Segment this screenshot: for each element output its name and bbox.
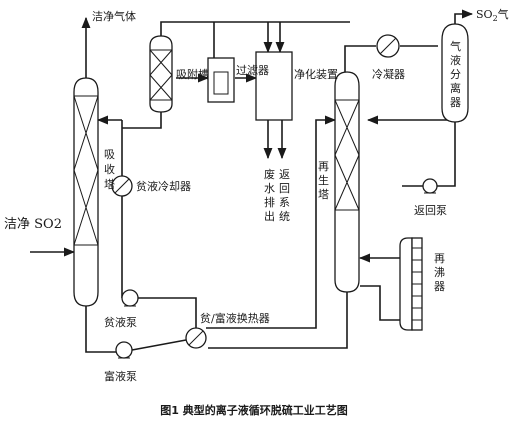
lean-pump-label: 贫液泵 <box>104 315 137 329</box>
adsorption-tank <box>149 35 173 113</box>
rich-from-absorber <box>85 305 116 353</box>
condenser-label: 冷凝器 <box>372 67 405 81</box>
adsorption-tank-label: 吸附槽 <box>176 67 209 81</box>
reflux-pump-label: 返回泵 <box>414 204 447 217</box>
heat-exchanger-label: 贫/富液换热器 <box>200 311 270 325</box>
lean-rich-exchanger <box>185 327 207 349</box>
tank-outlet <box>122 108 162 129</box>
rich-pump <box>115 341 133 359</box>
purifier <box>255 51 293 121</box>
return-system-label-4: 统 <box>279 210 290 223</box>
separator-label-3: 分 <box>450 68 461 81</box>
rich-to-exchanger <box>131 339 187 351</box>
reboiler-feed <box>360 285 400 321</box>
return-system-label-3: 系 <box>279 196 290 209</box>
lean-pump <box>121 289 139 307</box>
waste-water-label-3: 排 <box>264 195 275 209</box>
top-header-left <box>160 21 350 38</box>
rich-pump-label: 富液泵 <box>104 369 137 383</box>
reboiler-label-2: 沸 <box>434 266 445 279</box>
separator-bottom <box>436 120 456 187</box>
regenerator-label-3: 塔 <box>318 188 329 201</box>
return-system-label-2: 回 <box>279 182 290 195</box>
regenerator-label-2: 生 <box>318 173 329 187</box>
lean-return-line <box>138 297 197 330</box>
regenerator-column <box>334 71 360 293</box>
reboiler <box>399 237 423 331</box>
waste-water-label-1: 废 <box>264 167 275 181</box>
purifier-label: 净化装置 <box>294 67 338 81</box>
filter-label: 过滤器 <box>236 64 269 77</box>
gas-liquid-separator <box>441 23 469 123</box>
so2-gas-line <box>454 9 474 24</box>
waste-water-label-4: 出 <box>264 209 275 223</box>
reboiler-label-1: 再 <box>434 252 445 265</box>
inlet-label: 洁净 SO2 <box>4 217 62 232</box>
lean-from-regenerator <box>208 290 348 349</box>
clean-gas-label: 洁净气体 <box>92 9 136 23</box>
separator-label-4: 离 <box>450 81 461 95</box>
regenerator-label-1: 再 <box>318 160 329 173</box>
reflux-pump <box>422 178 438 194</box>
reboiler-label-3: 器 <box>434 280 445 293</box>
filter <box>207 57 235 103</box>
absorber-label-3: 塔 <box>104 178 115 191</box>
waste-water-label-2: 水 <box>264 182 275 195</box>
regenerator-overhead <box>344 45 376 72</box>
separator-label-1: 气 <box>450 39 461 53</box>
absorber-label-1: 吸 <box>104 148 115 161</box>
so2-gas-label: SO2气体 <box>476 7 509 23</box>
lean-cooler-label: 贫液冷却器 <box>136 179 191 193</box>
separator-label-5: 器 <box>450 96 461 109</box>
lean-cooler <box>111 175 133 197</box>
absorber-label-2: 收 <box>104 162 115 176</box>
absorber-column <box>73 77 99 307</box>
return-system-label-1: 返 <box>279 168 290 181</box>
figure-caption: 图1 典型的离子液循环脱硫工业工艺图 <box>160 403 347 417</box>
condenser <box>376 34 400 58</box>
separator-label-2: 液 <box>450 53 461 67</box>
rich-to-regenerator <box>206 115 337 329</box>
flow-lines <box>30 9 474 353</box>
